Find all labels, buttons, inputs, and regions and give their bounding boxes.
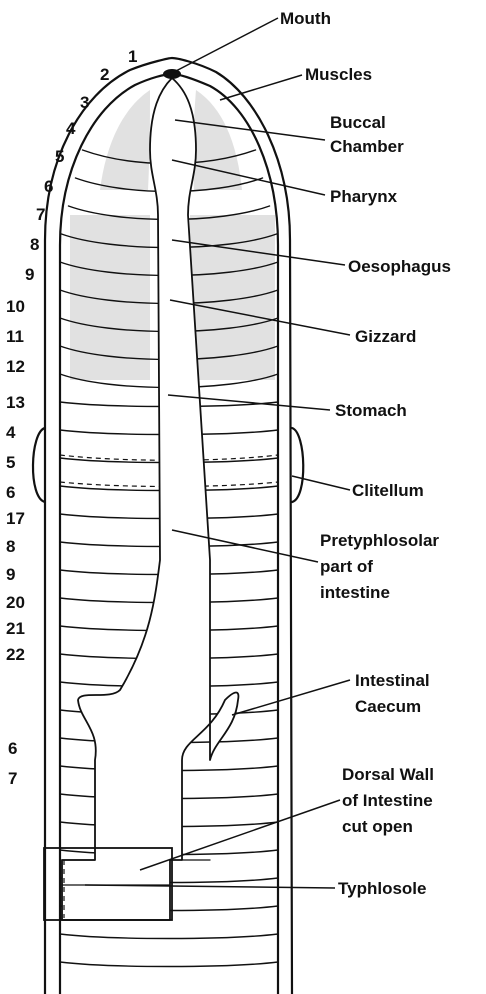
segment-number: 6 xyxy=(44,177,53,196)
segment-number: 22 xyxy=(6,645,25,664)
segment-number: 8 xyxy=(6,537,15,556)
label-caecum-2: Caecum xyxy=(355,697,421,716)
segment-number: 6 xyxy=(8,739,17,758)
septum-line xyxy=(60,962,278,967)
label-dorsal-wall-1: Dorsal Wall xyxy=(342,765,434,784)
segment-number: 5 xyxy=(55,147,64,166)
label-pharynx: Pharynx xyxy=(330,187,398,206)
segment-number: 7 xyxy=(8,769,17,788)
segment-number: 9 xyxy=(25,265,34,284)
label-intestine-1: Pretyphlosolar xyxy=(320,531,439,550)
label-buccal-chamber-1: Buccal xyxy=(330,113,386,132)
label-stomach: Stomach xyxy=(335,401,407,420)
segment-number: 5 xyxy=(6,453,15,472)
segment-number: 21 xyxy=(6,619,25,638)
segment-number: 4 xyxy=(6,423,16,442)
label-intestine-2: part of xyxy=(320,557,373,576)
segment-number: 6 xyxy=(6,483,15,502)
segment-number: 11 xyxy=(6,327,24,346)
segment-number: 8 xyxy=(30,235,39,254)
segment-number: 12 xyxy=(6,357,25,376)
label-mouth: Mouth xyxy=(280,9,331,28)
segment-number: 9 xyxy=(6,565,15,584)
label-muscles: Muscles xyxy=(305,65,372,84)
segment-number: 10 xyxy=(6,297,25,316)
segment-number: 4 xyxy=(66,119,76,138)
labels: Mouth Muscles Buccal Chamber Pharynx Oes… xyxy=(280,9,451,898)
segment-number: 2 xyxy=(100,65,109,84)
segment-number: 13 xyxy=(6,393,25,412)
segment-number: 1 xyxy=(128,47,137,66)
segment-number: 7 xyxy=(36,205,45,224)
segment-number: 17 xyxy=(6,509,25,528)
label-oesophagus: Oesophagus xyxy=(348,257,451,276)
label-intestine-3: intestine xyxy=(320,583,390,602)
label-typhlosole: Typhlosole xyxy=(338,879,426,898)
segment-number: 3 xyxy=(80,93,89,112)
label-caecum-1: Intestinal xyxy=(355,671,430,690)
segment-number: 20 xyxy=(6,593,25,612)
label-gizzard: Gizzard xyxy=(355,327,416,346)
septum-line xyxy=(60,934,278,939)
label-buccal-chamber-2: Chamber xyxy=(330,137,404,156)
label-dorsal-wall-2: of Intestine xyxy=(342,791,433,810)
label-dorsal-wall-3: cut open xyxy=(342,817,413,836)
alimentary-canal xyxy=(44,78,238,920)
label-clitellum: Clitellum xyxy=(352,481,424,500)
